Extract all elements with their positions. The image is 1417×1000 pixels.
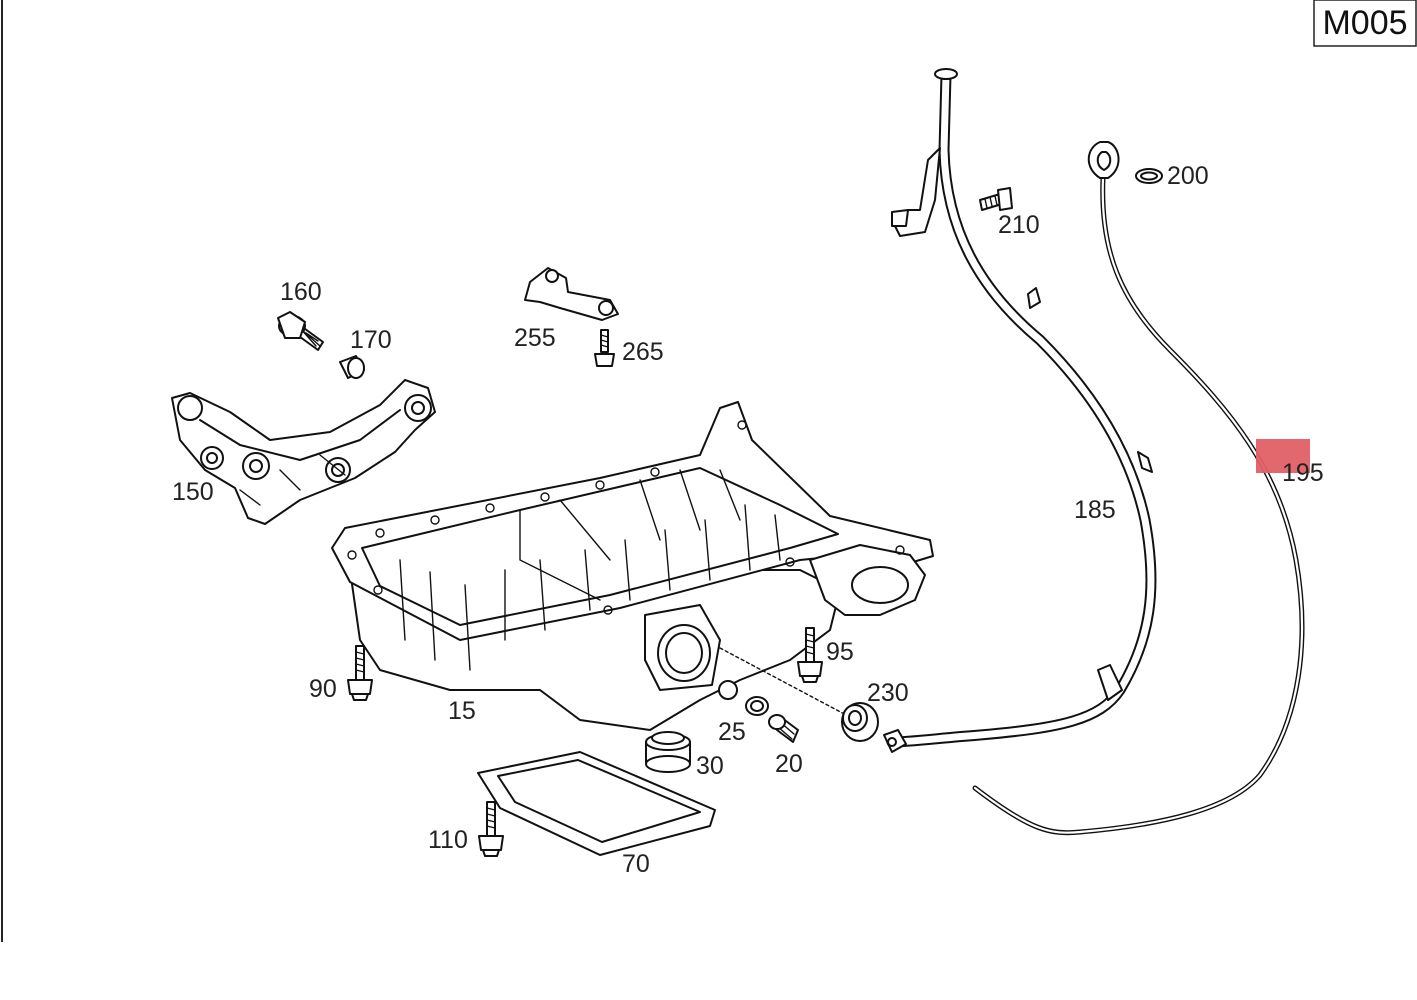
- label-15: 15: [448, 697, 476, 725]
- screw-210[interactable]: [979, 187, 1013, 211]
- label-30: 30: [696, 752, 724, 780]
- label-110: 110: [428, 826, 468, 854]
- bolt-110[interactable]: [478, 801, 504, 857]
- bolt-95[interactable]: [797, 627, 823, 683]
- label-20: 20: [775, 750, 803, 778]
- label-25: 25: [718, 718, 746, 746]
- dipstick-195[interactable]: [972, 141, 1305, 836]
- label-210: 210: [998, 211, 1040, 239]
- drain-plug-20[interactable]: [768, 714, 799, 743]
- engine-bracket-150[interactable]: [171, 379, 436, 525]
- label-150: 150: [172, 478, 214, 506]
- label-230: 230: [867, 679, 909, 707]
- label-195: 195: [1282, 459, 1324, 487]
- o-ring-200[interactable]: [1135, 168, 1163, 184]
- label-70: 70: [622, 850, 650, 878]
- highlight-195: [1256, 439, 1310, 473]
- label-255: 255: [514, 324, 556, 352]
- gasket-70[interactable]: [477, 751, 716, 856]
- label-170: 170: [350, 326, 392, 354]
- label-90: 90: [309, 675, 337, 703]
- bushing-170[interactable]: [339, 355, 365, 379]
- plug-30[interactable]: [645, 731, 691, 773]
- oil-pan-15[interactable]: [331, 401, 934, 731]
- label-200: 200: [1167, 162, 1209, 190]
- grommet-230[interactable]: [841, 702, 879, 742]
- bolt-265[interactable]: [594, 329, 615, 367]
- label-265: 265: [622, 338, 664, 366]
- label-160: 160: [280, 278, 322, 306]
- diagram-code: M005: [1322, 4, 1407, 42]
- bolt-160[interactable]: [277, 311, 324, 351]
- label-185: 185: [1074, 496, 1116, 524]
- bolt-90[interactable]: [347, 645, 373, 701]
- guide-tube-185[interactable]: [883, 68, 1157, 753]
- seal-ring-25[interactable]: [745, 696, 769, 716]
- label-95: 95: [826, 638, 854, 666]
- diagram-code-box: M005: [1313, 0, 1417, 47]
- bracket-255[interactable]: [524, 267, 619, 321]
